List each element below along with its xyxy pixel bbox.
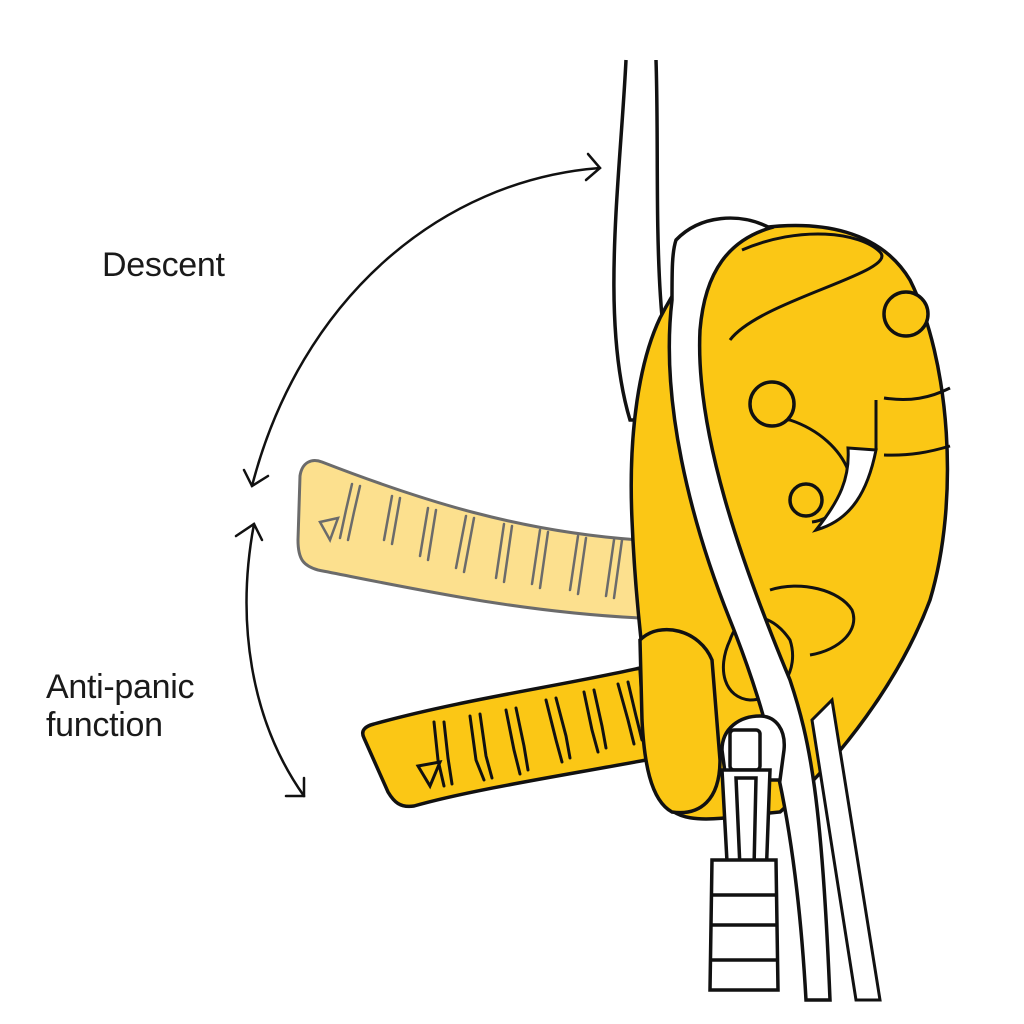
handle-anti-panic-position [361,665,648,809]
label-anti-panic-line2: function [46,706,163,744]
rivet-circle-mid [748,380,796,428]
label-anti-panic: Anti-panic function [46,668,195,744]
rope-loop [667,216,832,1002]
descent-arrow-icon [242,152,602,488]
rope-tail [810,696,882,1002]
rivet-circle-top [882,290,930,338]
rivet-circle-small [788,482,824,518]
anti-panic-arrow-icon [234,522,306,798]
carabiner [708,714,786,992]
label-anti-panic-line1: Anti-panic [46,668,195,706]
label-descent: Descent [102,246,225,284]
handle-descent-position [296,459,642,620]
